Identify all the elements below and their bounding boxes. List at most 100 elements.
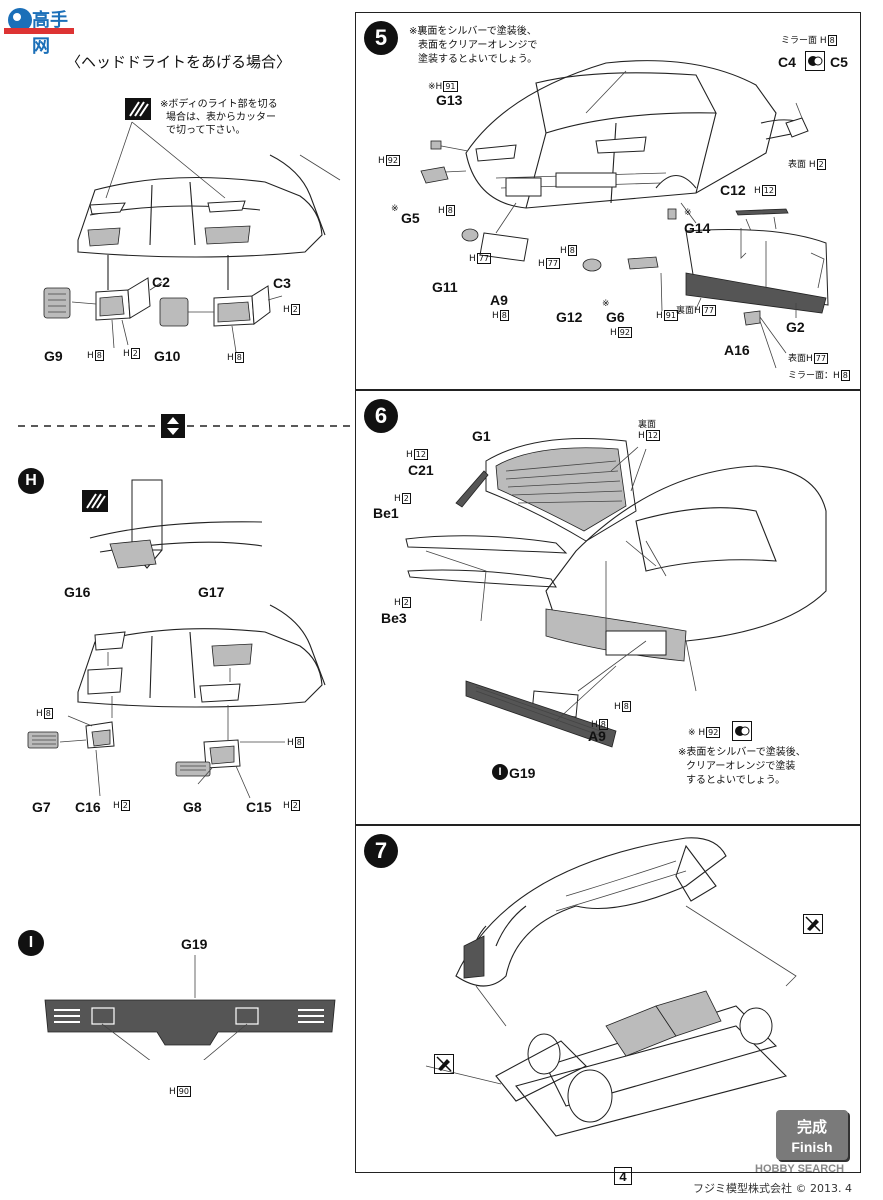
step-h-badge: H: [18, 468, 44, 494]
part-label-g7: G7: [32, 799, 51, 815]
headlight-up-note-2: 場合は、表からカッター: [166, 112, 276, 123]
page-number: 4: [614, 1167, 632, 1185]
step-i-ref-badge: I: [492, 764, 508, 780]
step-7-diagram: [425, 837, 797, 1137]
part-label-a9: A9: [490, 292, 508, 308]
part-label-g17: G17: [198, 584, 225, 600]
g5-mark: ※: [391, 204, 399, 214]
finish-jp: 完成: [796, 1118, 827, 1136]
part-label-c5: C5: [830, 54, 848, 70]
g14-mark: ※: [684, 208, 692, 218]
part-label-g5: G5: [401, 210, 420, 226]
footer-credit: フジミ模型株式会社 © 2013. 4: [693, 1182, 852, 1195]
part-label-g19: G19: [509, 765, 536, 781]
g6-mark: ※: [602, 299, 610, 309]
part-label-g6: G6: [606, 309, 625, 325]
part-label-g2: G2: [786, 319, 805, 335]
step-5-note-2: 表面をクリアーオレンジで: [418, 40, 538, 51]
headlight-up-diagram: [43, 121, 341, 353]
glue-icon: [803, 914, 823, 934]
headlight-up-note-3: で切って下さい。: [166, 125, 246, 136]
step-5-diagram: [420, 60, 829, 369]
part-label-g8: G8: [183, 799, 202, 815]
headlight-up-note-1: ※ボディのライト部を切る: [160, 99, 278, 110]
part-label-g19: G19: [181, 936, 208, 952]
part-label-c3: C3: [273, 275, 291, 291]
watermark-text: 高手网: [32, 10, 68, 57]
step-7-panel: 7: [355, 825, 861, 1173]
footer-watermark: HOBBY SEARCH: [755, 1163, 845, 1175]
part-label-g12: G12: [556, 309, 583, 325]
part-label-be3: Be3: [381, 610, 407, 626]
part-label-g13: G13: [436, 92, 463, 108]
step-7-badge: 7: [364, 834, 398, 868]
part-label-c4: C4: [778, 54, 796, 70]
step-6-note-3: するとよいでしょう。: [686, 775, 786, 786]
paint-swatch-icon: [732, 721, 752, 741]
step-h-diagram: [27, 479, 326, 799]
part-label-c15: C15: [246, 799, 272, 815]
step-6-diagram: [405, 438, 827, 748]
part-label-c12: C12: [720, 182, 746, 198]
part-label-g14: G14: [684, 220, 711, 236]
watermark-logo: 高手网: [4, 2, 74, 57]
part-label-be1: Be1: [373, 505, 399, 521]
finish-badge: 完成 Finish: [776, 1110, 848, 1160]
step-6-note-2: クリアーオレンジで塗装: [686, 761, 796, 772]
section-divider: [18, 414, 350, 438]
step-5-note-1: ※裏面をシルバーで塗装後、: [409, 26, 537, 37]
headlight-up-title: 〈ヘッドドライトをあげる場合〉: [66, 53, 292, 71]
step-5-badge: 5: [364, 21, 398, 55]
finish-en: Finish: [791, 1139, 833, 1155]
part-label-a9: A9: [588, 728, 606, 744]
part-label-g1: G1: [472, 428, 491, 444]
step-5-panel: 5 ※裏面をシルバーで塗装後、 表面をクリアーオレンジで 塗装するとよいでしょう…: [355, 12, 861, 390]
step-i-badge: I: [18, 930, 44, 956]
part-label-c2: C2: [152, 274, 170, 290]
part-label-a16: A16: [724, 342, 750, 358]
part-label-g10: G10: [154, 348, 181, 364]
part-label-c21: C21: [408, 462, 434, 478]
paint-swatch-icon: [805, 51, 825, 71]
part-label-g11: G11: [432, 279, 458, 295]
cutter-knife-icon: [125, 98, 151, 120]
g19-grille-diagram: [44, 955, 336, 1060]
part-label-g9: G9: [44, 348, 63, 364]
part-label-c16: C16: [75, 799, 101, 815]
step-6-note-1: ※表面をシルバーで塗装後、: [678, 747, 806, 758]
watermark-logo-icon: [4, 8, 74, 34]
part-label-g16: G16: [64, 584, 91, 600]
glue-icon: [434, 1054, 454, 1074]
